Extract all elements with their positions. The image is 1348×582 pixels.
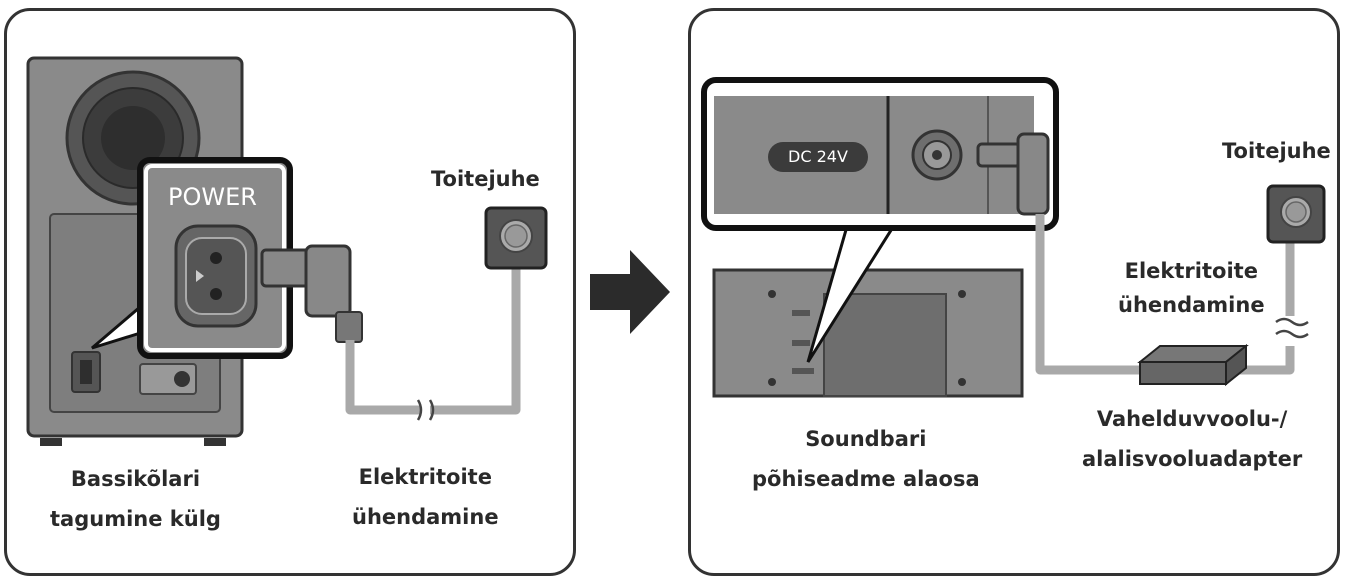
subwoofer-label: Bassikõlari tagumine külg	[50, 467, 221, 531]
cable-dc	[1035, 214, 1140, 375]
wall-outlet-right	[1266, 184, 1326, 244]
power-label: POWER	[168, 183, 257, 211]
power-cord-label-left: Toitejuhe	[431, 167, 540, 191]
power-cord-label-right: Toitejuhe	[1222, 139, 1331, 163]
cable-left	[345, 340, 420, 415]
connection-label-right: Elektritoite ühendamine	[1118, 259, 1265, 317]
wall-outlet-left	[484, 206, 548, 270]
power-plug	[260, 244, 363, 343]
dc-callout	[701, 77, 1059, 363]
cable-ac	[1226, 346, 1295, 375]
soundbar	[712, 268, 1024, 398]
transition-arrow	[590, 250, 670, 334]
adapter-label: Vahelduvvoolu-/ alalisvooluadapter	[1082, 407, 1303, 471]
dc-label: DC 24V	[788, 147, 848, 166]
ac-dc-adapter	[1137, 343, 1249, 387]
dc-badge	[768, 142, 868, 172]
soundbar-label: Soundbari põhiseadme alaosa	[752, 427, 980, 491]
connection-label-left: Elektritoite ühendamine	[352, 465, 499, 529]
power-callout	[91, 157, 293, 359]
